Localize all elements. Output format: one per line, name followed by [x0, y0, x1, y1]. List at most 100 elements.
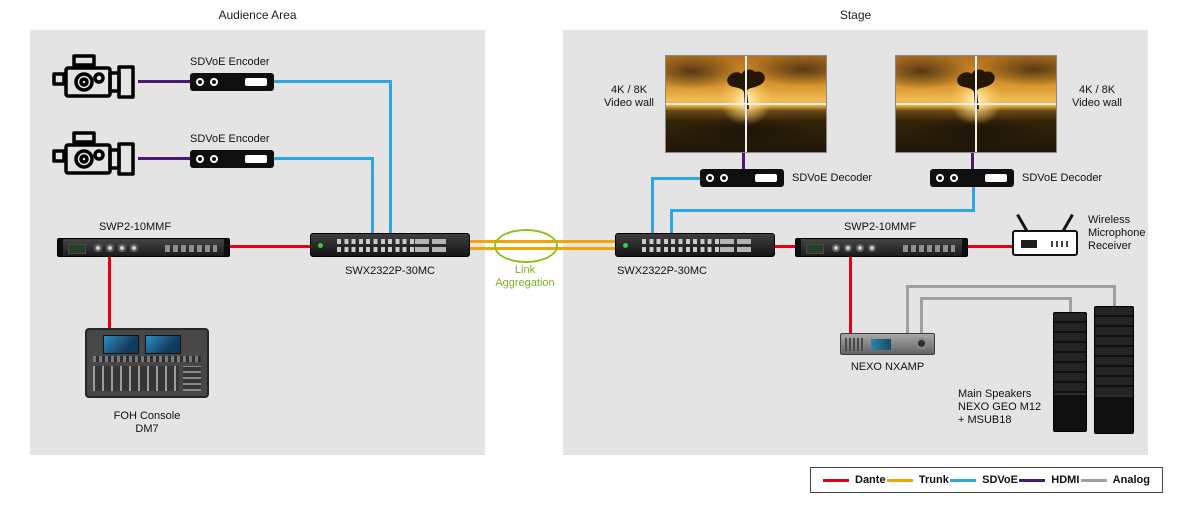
switch-ports: [337, 239, 425, 255]
swp2-ports: [903, 245, 955, 252]
legend-label: Analog: [1112, 474, 1150, 486]
legend-item-trunk: Trunk: [886, 474, 949, 486]
speaker-array-1: [1053, 312, 1087, 432]
dante-line-swp2right-wireless: [968, 245, 1012, 248]
console-screen: [145, 335, 181, 354]
rack-ear: [224, 239, 229, 256]
legend-label: SDVoE: [982, 474, 1018, 486]
analog-line-nxamp-v1: [906, 285, 909, 333]
encoder1-slot: [245, 78, 267, 86]
subwoofer: [1054, 393, 1086, 431]
dante-line-swp2left-foh: [108, 257, 111, 328]
analog-line-speaker2-v: [1113, 285, 1116, 306]
swx-left-label: SWX2322P-30MC: [345, 265, 435, 277]
hdmi-line-swatch: [1019, 478, 1046, 482]
legend-item-sdvoe: SDVoE: [950, 474, 1018, 486]
sfp-row: [720, 247, 752, 252]
swx-right-label: SWX2322P-30MC: [617, 265, 707, 277]
legend: Dante Trunk SDVoE HDMI Analog: [810, 467, 1163, 493]
decoder1-port2-icon: [720, 174, 728, 182]
swp2-right-label: SWP2-10MMF: [843, 221, 917, 233]
decoder2-label: SDVoE Decoder: [1022, 172, 1103, 184]
sfp-row: [415, 247, 447, 252]
dante-line-swp2left-swxleft: [230, 245, 310, 248]
hdmi-line-decoder2-videowall2: [971, 151, 974, 169]
subwoofer: [1095, 395, 1133, 433]
analog-line-swatch: [1080, 478, 1107, 482]
swp2-display: [806, 244, 824, 254]
decoder1-slot: [755, 174, 777, 182]
hdmi-line-decoder1-videowall1: [742, 151, 745, 169]
legend-label: HDMI: [1051, 474, 1080, 486]
port-row: [337, 247, 425, 252]
encoder1-label: SDVoE Encoder: [190, 56, 270, 68]
switch-led: [623, 243, 628, 248]
swp2-left-label: SWP2-10MMF: [98, 221, 172, 233]
rack-ear: [796, 239, 801, 256]
sdvoe-line-decoder2-h: [670, 209, 975, 212]
wireless-mic-receiver-device: [1012, 213, 1078, 256]
swp2-right-device: [795, 238, 968, 257]
encoder1-port2-icon: [210, 78, 218, 86]
decoder2-slot: [985, 174, 1007, 182]
sdvoe-line-encoder2-v: [371, 157, 374, 233]
legend-item-hdmi: HDMI: [1019, 474, 1079, 486]
encoder2-slot: [245, 155, 267, 163]
swp2-display: [68, 244, 86, 254]
receiver-body: [1012, 230, 1078, 256]
dante-line-swxright-swp2right: [775, 245, 795, 248]
sdvoe-line-decoder1-v: [651, 177, 654, 233]
switch-ports: [642, 239, 730, 255]
sdvoe-decoder-1: [700, 169, 784, 187]
amp-knob: [916, 338, 927, 349]
encoder2-port-icon: [196, 155, 204, 163]
switch-led: [318, 243, 323, 248]
receiver-controls: [1051, 241, 1069, 247]
encoder2-port2-icon: [210, 155, 218, 163]
sdvoe-line-swatch: [950, 478, 977, 482]
analog-line-speaker2-h: [906, 285, 1116, 288]
decoder2-port2-icon: [950, 174, 958, 182]
videowall-bezel-horizontal: [896, 103, 1056, 105]
stage-area-title: Stage: [839, 8, 872, 22]
video-wall-2: [895, 55, 1057, 153]
rack-ear: [962, 239, 967, 256]
amp-display: [871, 339, 891, 350]
encoder2-label: SDVoE Encoder: [190, 133, 270, 145]
sdvoe-line-encoder1-v: [389, 80, 392, 233]
legend-label: Dante: [855, 474, 886, 486]
nxamp-label: NEXO NXAMP: [850, 361, 925, 373]
analog-line-nxamp-v2: [920, 297, 923, 333]
foh-console-label: FOH Console DM7: [113, 410, 181, 435]
dante-line-swatch: [823, 478, 849, 482]
sdvoe-line-decoder2-v2: [972, 187, 975, 212]
swx-right-device: [615, 233, 775, 257]
videowall-right-label: 4K / 8K Video wall: [1072, 84, 1122, 109]
console-faders: [93, 366, 179, 391]
decoder1-label: SDVoE Decoder: [792, 172, 873, 184]
sdvoe-line-encoder1-h: [274, 80, 392, 83]
link-aggregation-ellipse: [494, 229, 558, 263]
nexo-nxamp-device: [840, 333, 935, 355]
port-row: [337, 239, 425, 244]
decoder1-port-icon: [706, 174, 714, 182]
encoder1-port-icon: [196, 78, 204, 86]
analog-line-speaker1-h: [920, 297, 1072, 300]
switch-sfp-ports: [415, 239, 447, 255]
wireless-label: Wireless Microphone Receiver: [1088, 214, 1146, 252]
sdvoe-decoder-2: [930, 169, 1014, 187]
sdvoe-encoder-2: [190, 150, 274, 168]
video-camera-icon-1: [52, 54, 135, 99]
swx-left-device: [310, 233, 470, 257]
console-screen: [103, 335, 139, 354]
sdvoe-line-decoder1-h: [651, 177, 700, 180]
speaker-array-2: [1094, 306, 1134, 434]
legend-item-analog: Analog: [1080, 474, 1150, 486]
decoder2-port-icon: [936, 174, 944, 182]
switch-sfp-ports: [720, 239, 752, 255]
dante-line-swp2right-nxamp: [849, 257, 852, 333]
port-row: [642, 239, 730, 244]
legend-item-dante: Dante: [823, 474, 886, 486]
video-camera-icon-2: [52, 131, 135, 176]
